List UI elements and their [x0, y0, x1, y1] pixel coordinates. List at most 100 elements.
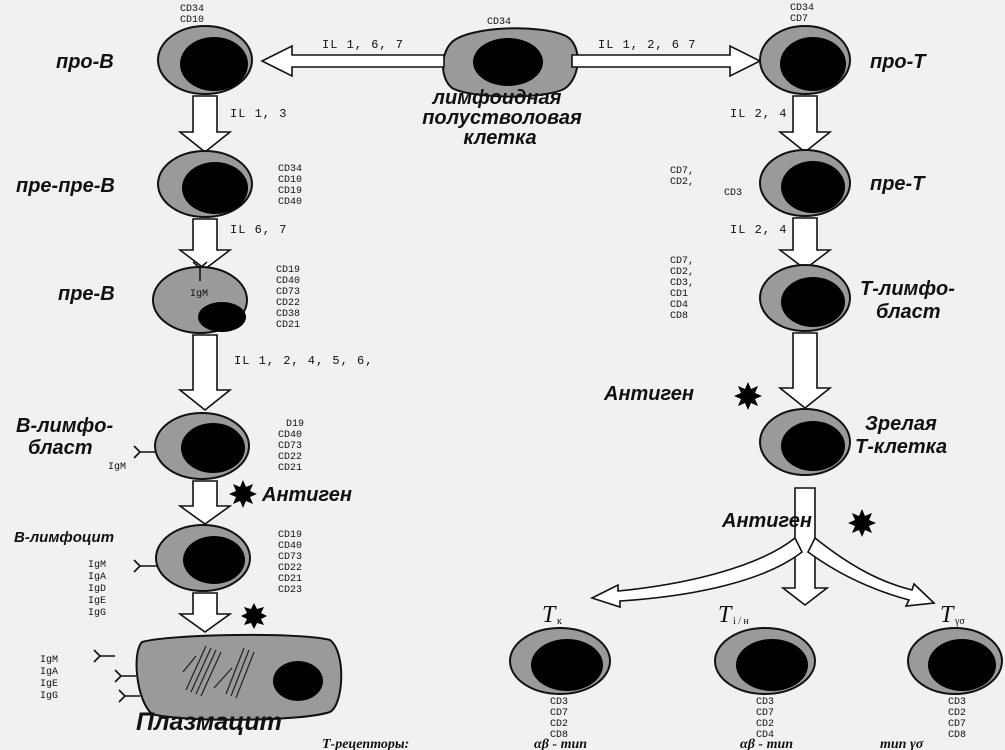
stem-cell [442, 27, 579, 98]
t-subtype-3-marker-3: CD7 [948, 719, 966, 730]
marker-pre-t-3: CD3 [724, 188, 742, 199]
antigen-star-icon [848, 509, 876, 537]
cell-pre-b [152, 261, 248, 334]
t-subtype-3-receptor: тип γσ [880, 737, 924, 750]
t-subtype-3-marker-2: CD2 [948, 708, 966, 719]
label-t-antigen-2: Антиген [721, 510, 812, 532]
plasma-antibody-3-icon [118, 689, 140, 703]
cell-pre-t [759, 149, 851, 217]
marker-b-lymphocyte-4: CD22 [278, 563, 302, 574]
antigen-star-icon [734, 382, 762, 410]
arrow-pre-t-to-t-lymphoblast [777, 217, 833, 271]
antigen-star-icon [229, 480, 257, 508]
label-b-lymphoblast-2: бласт [28, 437, 93, 459]
cell-mature-t [759, 408, 851, 476]
marker-b-lymphocyte-5: CD21 [278, 574, 302, 585]
marker-pre-b-2: CD40 [276, 276, 300, 287]
t-subtype-2-marker-2: CD7 [756, 708, 774, 719]
cell-b-lymphocyte [133, 524, 251, 592]
label-pre-pre-b: пре-пре-В [16, 175, 115, 197]
marker-pro-t-1: CD34 [790, 3, 814, 14]
antigen-star-icon [241, 603, 267, 629]
label-t-antigen-1: Антиген [603, 383, 694, 405]
marker-b-lymphoblast-5: CD21 [278, 463, 302, 474]
b-lymphocyte-receptor-icon [133, 559, 157, 573]
arrow-branch-left [589, 536, 804, 609]
label-pre-b: пре-В [58, 283, 115, 305]
label-t-lymphoblast-1: Т-лимфо- [860, 278, 955, 300]
marker-b-lymphocyte-3: CD73 [278, 552, 302, 563]
marker-pre-t-2: CD2, [670, 177, 694, 188]
plasma-antibody-1-icon [93, 649, 115, 663]
arrow-pro-t-to-pre-t [777, 95, 833, 154]
b-lymphocyte-surface-2: IgA [88, 572, 106, 583]
b-lymphocyte-surface-1: IgM [88, 560, 106, 571]
stem-name-line-2: полустволовая [422, 107, 582, 129]
arrow-b-lymphoblast-to-b-lymphocyte [177, 480, 233, 525]
marker-b-lymphoblast-2: CD40 [278, 430, 302, 441]
marker-pre-t-1: CD7, [670, 166, 694, 177]
t-subtype-1-receptor: αβ - тип [534, 737, 587, 750]
b-lymphoblast-surface-igm: IgM [108, 462, 126, 473]
arrow-pre-b-to-b-lymphoblast [177, 334, 233, 412]
arrow-pro-b-to-pre-pre-b [177, 95, 233, 154]
marker-t-lymphoblast-4: CD1 [670, 289, 688, 300]
t-subtype-2-symbol: T [718, 602, 733, 628]
marker-b-lymphocyte-2: CD40 [278, 541, 302, 552]
marker-t-lymphoblast-3: CD3, [670, 278, 694, 289]
b-lymphocyte-surface-3: IgD [88, 584, 106, 595]
arrow-branch-group [589, 487, 936, 609]
pre-b-surface-igm: IgM [190, 289, 208, 300]
marker-b-lymphoblast-1: D19 [286, 419, 304, 430]
stem-name-line-3: клетка [463, 127, 536, 149]
t-subtype-2-marker-3: CD2 [756, 719, 774, 730]
t-subtype-3-marker-1: CD3 [948, 697, 966, 708]
plasma-reticulum-icon [182, 645, 255, 699]
label-b-lymphocyte: В-лимфоцит [14, 529, 114, 546]
t-subtype-2-marker-1: CD3 [756, 697, 774, 708]
marker-pre-pre-b-1: CD34 [278, 164, 302, 175]
marker-pro-t-2: CD7 [790, 14, 808, 25]
stem-name-line-1: лимфоидная [432, 87, 562, 109]
label-t-lymphoblast-2: бласт [876, 301, 941, 323]
t-subtype-2-marker-4: CD4 [756, 730, 774, 741]
marker-pre-b-3: CD73 [276, 287, 300, 298]
marker-pre-pre-b-2: CD10 [278, 175, 302, 186]
label-plasma: Плазмацит [136, 708, 282, 736]
b-lymphoblast-receptor-icon [133, 445, 156, 459]
label-pro-b: про-В [56, 51, 114, 73]
t-subtype-3-symbol: T [940, 602, 955, 628]
cell-pro-b [157, 25, 253, 95]
plasma-antibody-label-3: IgE [40, 679, 58, 690]
cell-plasma [93, 633, 343, 721]
cell-t-killer [509, 627, 611, 695]
arrow-stem-to-pro-t [571, 44, 762, 78]
il-t-2: IL 2, 4 [730, 223, 787, 237]
label-pro-t: про-Т [870, 51, 927, 73]
il-b-3: IL 1, 2, 4, 5, 6, [234, 354, 373, 368]
il-b-2: IL 6, 7 [230, 223, 287, 237]
t-subtype-2-receptor: αβ - тип [740, 737, 793, 750]
arrow-branch-right [806, 536, 936, 607]
plasma-antibody-label-4: IgG [40, 691, 58, 702]
marker-pre-b-1: CD19 [276, 265, 300, 276]
il-stem-right: IL 1, 2, 6 7 [598, 38, 696, 52]
marker-b-lymphocyte-1: CD19 [278, 530, 302, 541]
b-lymphocyte-surface-4: IgE [88, 596, 106, 607]
cell-pre-pre-b [157, 150, 253, 218]
cell-t-lymphoblast [759, 264, 851, 332]
marker-t-lymphoblast-6: CD8 [670, 311, 688, 322]
t-subtype-1-sub: к [557, 616, 562, 627]
t-subtype-3-marker-4: CD8 [948, 730, 966, 741]
cell-t-gamma-delta [907, 627, 1003, 695]
marker-pro-b-2: CD10 [180, 15, 204, 26]
marker-pre-b-5: CD38 [276, 309, 300, 320]
t-subtype-3-sub: γσ [954, 616, 965, 627]
marker-t-lymphoblast-2: CD2, [670, 267, 694, 278]
il-b-1: IL 1, 3 [230, 107, 287, 121]
pre-b-receptor-icon [192, 261, 208, 281]
il-t-1: IL 2, 4 [730, 107, 787, 121]
cell-b-lymphoblast [133, 412, 250, 480]
label-pre-t: пре-Т [870, 173, 926, 195]
marker-b-lymphoblast-3: CD73 [278, 441, 302, 452]
